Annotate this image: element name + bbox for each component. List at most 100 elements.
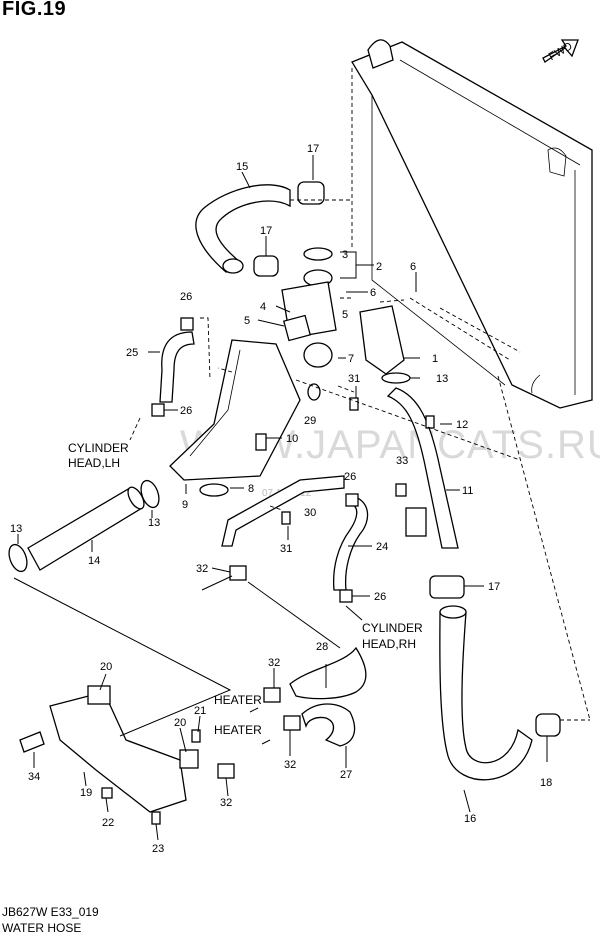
callout-23: 23	[152, 843, 164, 855]
figure-title: FIG.19	[2, 0, 67, 20]
bolt-31-lower	[281, 511, 291, 525]
clamp-32-a	[229, 565, 247, 581]
clamp-32-d	[217, 763, 235, 779]
o-ring-13-far	[8, 543, 28, 573]
water-pipe-14	[27, 487, 143, 571]
hose-28	[289, 646, 367, 700]
clamp-17-lower	[429, 575, 465, 599]
callout-14: 14	[88, 555, 100, 567]
o-ring-8	[199, 483, 229, 497]
callout-2: 2	[376, 261, 382, 273]
callout-25: 25	[126, 347, 138, 359]
caption-cylinder-head-rh-line2: HEAD,RH	[362, 637, 416, 651]
hose-16	[439, 611, 533, 781]
clamp-17-top	[297, 181, 325, 205]
clamp-32-b	[263, 687, 281, 703]
connection-lines	[13, 68, 591, 745]
bolt-23	[151, 811, 161, 825]
callout-13-right: 13	[436, 373, 448, 385]
callout-31-upper: 31	[348, 373, 360, 385]
callout-27: 27	[340, 769, 352, 781]
callout-7: 7	[348, 353, 354, 365]
callout-18: 18	[540, 777, 552, 789]
gasket-3	[303, 247, 333, 261]
callout-3: 3	[342, 249, 348, 261]
caption-cylinder-head-rh-line1: CYLINDER	[362, 621, 423, 635]
caption-heater-lower: HEATER	[214, 723, 262, 737]
caption-cylinder-head-lh-line2: HEAD,LH	[68, 456, 120, 470]
callout-17-lower: 17	[488, 581, 500, 593]
callout-31-lower: 31	[280, 543, 292, 555]
callout-10: 10	[286, 433, 298, 445]
gasket-4	[282, 314, 312, 342]
clamp-32-c	[283, 715, 301, 731]
sensor-34	[19, 731, 45, 753]
callout-26-d: 26	[374, 591, 386, 603]
callout-6-right: 6	[410, 261, 416, 273]
pipe-14-end	[127, 486, 145, 510]
thermostat-7	[303, 342, 333, 368]
callout-32-b: 32	[268, 657, 280, 669]
clamp-17-middle	[253, 255, 279, 277]
hose-15	[195, 184, 291, 273]
callout-20-left: 20	[100, 661, 112, 673]
callout-6-left: 6	[370, 287, 376, 299]
callout-21: 21	[194, 705, 206, 717]
bolt-12	[425, 415, 435, 429]
fwd-label: FWD	[547, 40, 575, 63]
bolt-33	[395, 483, 407, 497]
callout-26-b: 26	[180, 405, 192, 417]
water-pipe-9	[169, 339, 301, 481]
callout-28: 28	[316, 641, 328, 653]
water-pipe-11	[386, 387, 459, 549]
callout-17-middle: 17	[260, 225, 272, 237]
callout-32-c: 32	[284, 759, 296, 771]
leader-lines	[17, 155, 548, 841]
callout-26-c: 26	[344, 471, 356, 483]
radiator	[351, 39, 593, 409]
clamp-18	[535, 713, 561, 737]
callout-32-d: 32	[220, 797, 232, 809]
o-ring-13-right	[381, 372, 411, 384]
callout-12: 12	[456, 419, 468, 431]
callout-15: 15	[236, 161, 248, 173]
clamp-26-d	[339, 589, 353, 603]
clamp-26-b	[151, 403, 165, 417]
callout-26-a: 26	[180, 291, 192, 303]
clamp-26-c	[345, 493, 359, 507]
bolt-31-upper	[349, 397, 359, 411]
hose-16-end	[439, 605, 467, 619]
hose-27	[301, 703, 356, 747]
fwd-arrow: FWD	[542, 39, 579, 63]
callout-11: 11	[462, 485, 473, 497]
callouts: 15 17 17 3 2 6 6 4 5 5 26 25 7 1 13 31 2…	[10, 143, 552, 855]
clamp-26-a	[180, 317, 194, 331]
callout-24: 24	[376, 541, 388, 553]
callout-16: 16	[464, 813, 476, 825]
callout-4: 4	[260, 301, 266, 313]
callout-9: 9	[182, 499, 188, 511]
caption-heater-upper: HEATER	[214, 693, 262, 707]
hose-15-end	[222, 258, 244, 274]
callout-20-right: 20	[174, 717, 186, 729]
callout-13-far: 13	[10, 523, 22, 535]
caption-cylinder-head-lh-line1: CYLINDER	[68, 441, 129, 455]
callout-5-right: 5	[342, 309, 348, 321]
hose-25	[159, 331, 195, 403]
hose-24	[332, 495, 369, 591]
callout-29: 29	[304, 415, 316, 427]
callout-1: 1	[432, 353, 438, 365]
water-pipe-30	[221, 475, 345, 547]
callout-30: 30	[304, 507, 316, 519]
callout-17-top: 17	[307, 143, 319, 155]
callout-13-left: 13	[148, 517, 160, 529]
callout-8: 8	[248, 483, 254, 495]
gasket-20-a	[87, 685, 111, 705]
callout-19: 19	[80, 787, 92, 799]
bracket-33	[405, 507, 427, 537]
callout-5-left: 5	[244, 315, 250, 327]
bolt-10	[255, 433, 267, 451]
callout-33: 33	[396, 455, 408, 467]
